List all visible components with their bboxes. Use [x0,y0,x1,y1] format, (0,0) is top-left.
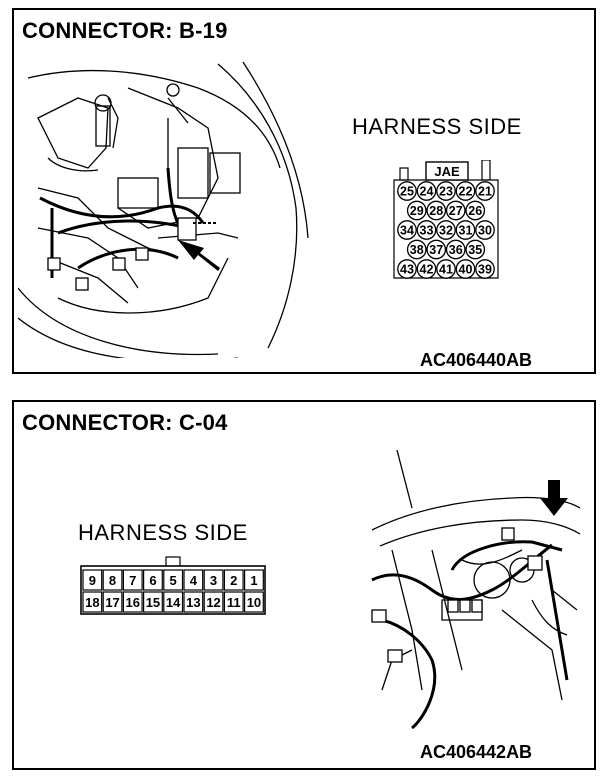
dashboard-illustration [371,450,581,730]
pin-label: 28 [429,204,443,218]
pin-label: 33 [420,223,434,237]
pin-2 [223,569,244,591]
connector-face-b19: JAE 25 24 23 22 21 29 28 27 26 34 33 32 31 30 38 37 36 35… [393,160,499,279]
connector-brand-label: JAE [434,164,460,179]
pin-label: 34 [400,223,414,237]
pin-14 [163,591,184,613]
figure-code: AC406442AB [420,742,533,762]
pin-label: 25 [400,184,414,198]
pin-38 [406,239,427,260]
pin-42 [416,259,437,279]
pin-label: 31 [459,223,473,237]
pin-label: 16 [126,595,140,610]
connector-panel-b19: CONNECTOR: B-19 [12,8,596,374]
pin-7 [122,569,143,591]
pin-11 [223,591,244,613]
pin-40 [455,259,476,279]
pin-25 [397,181,417,201]
pin-label: 4 [190,573,198,588]
pin-label: 24 [420,184,434,198]
pin-34 [397,220,417,240]
pin-10 [244,591,264,613]
pin-label: 26 [468,204,482,218]
pin-label: 22 [459,184,473,198]
pin-4 [183,569,204,591]
pin-16 [122,591,143,613]
pin-label: 35 [468,243,482,257]
pin-label: 6 [149,573,156,588]
pin-33 [416,220,437,240]
pin-29 [406,200,427,221]
pin-1 [244,569,264,591]
pin-36 [445,239,466,260]
pin-28 [426,200,447,221]
pin-21 [475,181,495,201]
pin-label: 11 [227,595,241,610]
pin-15 [142,591,163,613]
pin-label: 38 [410,243,424,257]
pin-37 [426,239,447,260]
pin-label: 10 [247,595,261,610]
pin-30 [475,220,495,240]
panel-title: CONNECTOR: C-04 [22,410,228,435]
pin-label: 5 [170,573,177,588]
pin-label: 43 [400,262,414,276]
pin-label: 18 [85,595,99,610]
pin-label: 14 [166,595,181,610]
pin-label: 40 [459,262,473,276]
pin-32 [436,220,456,240]
harness-side-label: HARNESS SIDE [352,114,522,139]
pin-label: 2 [230,573,237,588]
panel-title: CONNECTOR: B-19 [22,18,228,43]
pin-23 [436,181,456,201]
pin-9 [82,569,103,591]
pin-17 [102,591,123,613]
pin-8 [102,569,123,591]
pin-5 [163,569,184,591]
pin-18 [82,591,103,613]
pin-label: 12 [206,595,220,610]
pin-label: 30 [478,223,492,237]
engine-bay-illustration [18,61,309,358]
pin-22 [455,181,476,201]
pin-label: 13 [186,595,200,610]
pin-31 [455,220,476,240]
pin-26 [465,200,486,221]
pin-39 [475,259,495,279]
pin-label: 1 [250,573,257,588]
pin-label: 7 [129,573,136,588]
pin-12 [203,591,224,613]
pin-label: 23 [439,184,453,198]
figure-code: AC406440AB [420,350,533,370]
pin-label: 32 [439,223,453,237]
pin-label: 27 [449,204,463,218]
pin-label: 41 [439,262,453,276]
pin-label: 15 [146,595,160,610]
pin-6 [142,569,163,591]
pin-label: 8 [109,573,116,588]
pin-label: 36 [449,243,463,257]
pin-13 [183,591,204,613]
pin-43 [397,259,417,279]
pin-3 [203,569,224,591]
pin-label: 17 [105,595,119,610]
pin-label: 42 [420,262,434,276]
pin-label: 9 [89,573,96,588]
pin-35 [465,239,486,260]
pin-label: 37 [429,243,443,257]
harness-side-label: HARNESS SIDE [78,520,248,545]
pin-24 [416,181,437,201]
pin-27 [445,200,466,221]
pin-label: 21 [478,184,492,198]
pin-41 [436,259,456,279]
pin-label: 29 [410,204,424,218]
pin-label: 39 [478,262,492,276]
pin-label: 3 [210,573,217,588]
